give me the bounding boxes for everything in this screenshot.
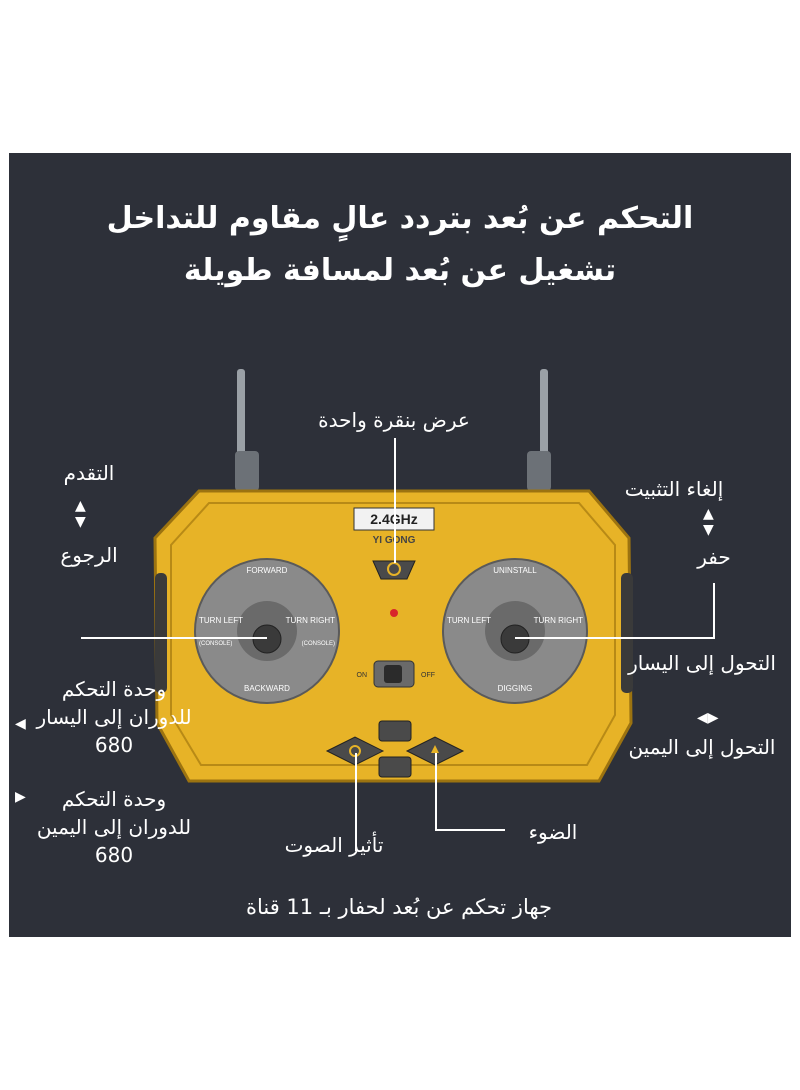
- left-stick-backward: BACKWARD: [244, 684, 290, 693]
- left-stick-left-sub: (CONSOLE): [199, 641, 232, 647]
- label-light: الضوء: [528, 820, 578, 844]
- label-one-key-start: عرض بنقرة واحدة: [318, 408, 470, 432]
- label-turn-right: التحول إلى اليمين: [628, 735, 776, 759]
- power-switch[interactable]: [373, 660, 415, 688]
- left-stick-turn-right: TURN RIGHT: [286, 616, 335, 625]
- left-grip: [155, 573, 167, 693]
- headline-line-1: التحكم عن بُعد بتردد عالٍ مقاوم للتداخل: [106, 201, 694, 236]
- left-stick-forward: FORWARD: [247, 566, 288, 575]
- left-joystick[interactable]: [252, 624, 282, 654]
- label-rotate-left: وحدة التحكم للدوران إلى اليسار 680: [36, 677, 192, 757]
- right-stick-uninstall: UNINSTALL: [493, 566, 537, 575]
- label-forward: التقدم: [63, 461, 115, 485]
- switch-on-label: ON: [357, 672, 368, 679]
- left-arrow-icon: ◀: [15, 716, 26, 732]
- infographic-panel: التحكم عن بُعد بتردد عالٍ مقاوم للتداخل …: [9, 153, 791, 937]
- power-led: [390, 609, 398, 617]
- callout-line-left-stick: [81, 637, 267, 639]
- arm-down-button[interactable]: [378, 756, 412, 778]
- switch-off-label: OFF: [421, 672, 435, 679]
- label-turn-left: التحول إلى اليسار: [628, 651, 776, 675]
- up-down-arrow-icon-right: ▲▼: [703, 506, 714, 538]
- label-rotate-right: وحدة التحكم للدوران إلى اليمين 680: [36, 787, 192, 867]
- footer-caption: جهاز تحكم عن بُعد لحفار بـ 11 قناة: [245, 895, 553, 919]
- callout-line-light-horizontal: [435, 829, 505, 831]
- callout-line-right-vertical: [713, 583, 715, 639]
- callout-line-sound: [355, 753, 357, 851]
- callout-line-light-vertical: [435, 753, 437, 831]
- label-digging: حفر: [697, 545, 731, 569]
- arm-up-button[interactable]: [378, 720, 412, 742]
- one-key-start-button[interactable]: [372, 560, 416, 580]
- label-backward: الرجوع: [60, 543, 118, 567]
- label-sound: تأثير الصوت: [284, 833, 384, 857]
- left-stick-turn-left: TURN LEFT: [199, 616, 243, 625]
- right-grip: [621, 573, 633, 693]
- left-right-arrow-icon: ◀▶: [697, 710, 719, 726]
- right-stick-digging: DIGGING: [498, 684, 533, 693]
- left-antenna: [235, 369, 259, 491]
- right-stick-turn-left: TURN LEFT: [447, 616, 491, 625]
- right-antenna: [527, 369, 551, 491]
- up-down-arrow-icon: ▲▼: [75, 498, 86, 530]
- callout-line-right-stick: [515, 637, 715, 639]
- right-stick-turn-right: TURN RIGHT: [534, 616, 583, 625]
- left-stick-right-sub: (CONSOLE): [302, 641, 335, 647]
- headline-line-2: تشغيل عن بُعد لمسافة طويلة: [183, 253, 617, 288]
- right-arrow-icon: ▶: [15, 789, 26, 805]
- label-uninstall: إلغاء التثبيت: [624, 477, 724, 501]
- sound-button[interactable]: [325, 736, 385, 766]
- light-button[interactable]: [405, 736, 465, 766]
- right-joystick[interactable]: [500, 624, 530, 654]
- callout-line-one-key: [394, 438, 396, 563]
